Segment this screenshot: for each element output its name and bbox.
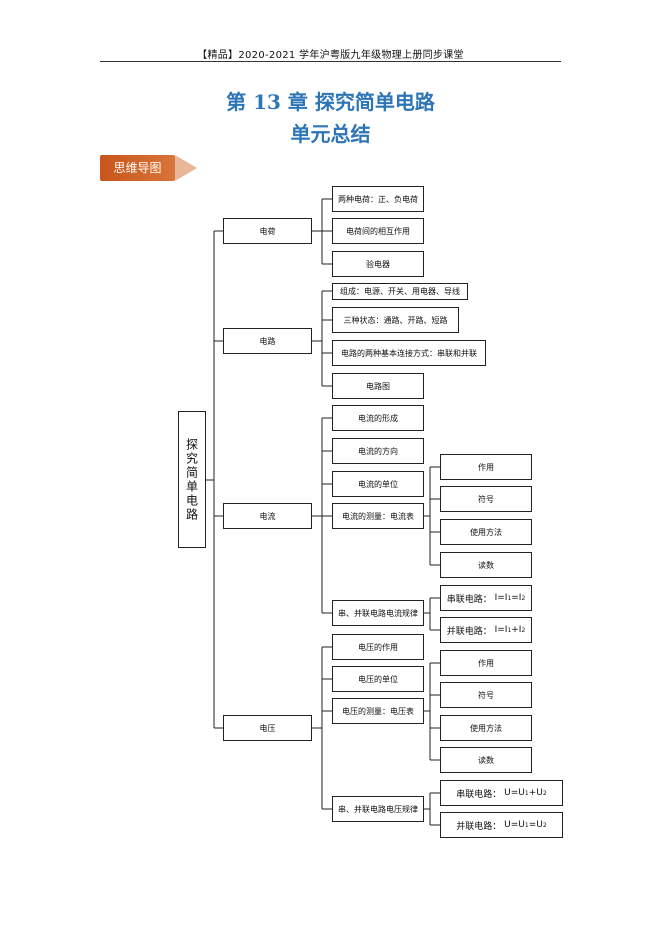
current-item: 电流的单位: [332, 471, 424, 497]
node-charge: 电荷: [223, 218, 312, 244]
charge-item: 验电器: [332, 251, 424, 277]
voltmeter-item: 作用: [440, 650, 532, 676]
ammeter-item: 使用方法: [440, 519, 532, 545]
voltmeter-item: 符号: [440, 682, 532, 708]
ammeter-item: 作用: [440, 454, 532, 480]
node-circuit: 电路: [223, 328, 312, 354]
ammeter-item: 符号: [440, 486, 532, 512]
root-node: 探究简单电路: [178, 411, 206, 548]
header-divider: [100, 61, 561, 62]
ammeter-item: 读数: [440, 552, 532, 578]
node-current: 电流: [223, 503, 312, 529]
circuit-item: 电路图: [332, 373, 424, 399]
current-item: 电流的方向: [332, 438, 424, 464]
circuit-item: 三种状态：通路、开路、短路: [332, 307, 459, 333]
charge-item: 两种电荷：正、负电荷: [332, 186, 424, 212]
current-item: 电流的形成: [332, 405, 424, 431]
voltage-parallel-prefix: 并联电路：: [456, 821, 502, 832]
voltage-item: 电压的单位: [332, 666, 424, 692]
chapter-title: 第 13 章 探究简单电路: [226, 90, 435, 114]
voltage-law-node: 串、并联电路电压规律: [332, 796, 424, 822]
node-voltage: 电压: [223, 715, 312, 741]
circuit-item: 电路的两种基本连接方式：串联和并联: [332, 340, 486, 366]
current-parallel-prefix: 并联电路：: [446, 626, 492, 637]
banner-tail-decoration: [175, 155, 197, 181]
section-title: 单元总结: [290, 122, 371, 146]
charge-item: 电荷间的相互作用: [332, 218, 424, 244]
voltage-item: 电压的作用: [332, 634, 424, 660]
current-series-prefix: 串联电路：: [446, 594, 492, 605]
page-header: 【精品】2020-2021 学年沪粤版九年级物理上册同步课堂: [197, 50, 464, 61]
current-law-node: 串、并联电路电流规律: [332, 600, 424, 626]
current-measure-node: 电流的测量：电流表: [332, 503, 424, 529]
voltage-measure-node: 电压的测量：电压表: [332, 698, 424, 724]
voltage-series-prefix: 串联电路：: [456, 789, 502, 800]
mindmap-banner: 思维导图: [100, 155, 175, 181]
voltmeter-item: 使用方法: [440, 715, 532, 741]
voltmeter-item: 读数: [440, 747, 532, 773]
circuit-item: 组成：电源、开关、用电器、导线: [332, 283, 468, 300]
